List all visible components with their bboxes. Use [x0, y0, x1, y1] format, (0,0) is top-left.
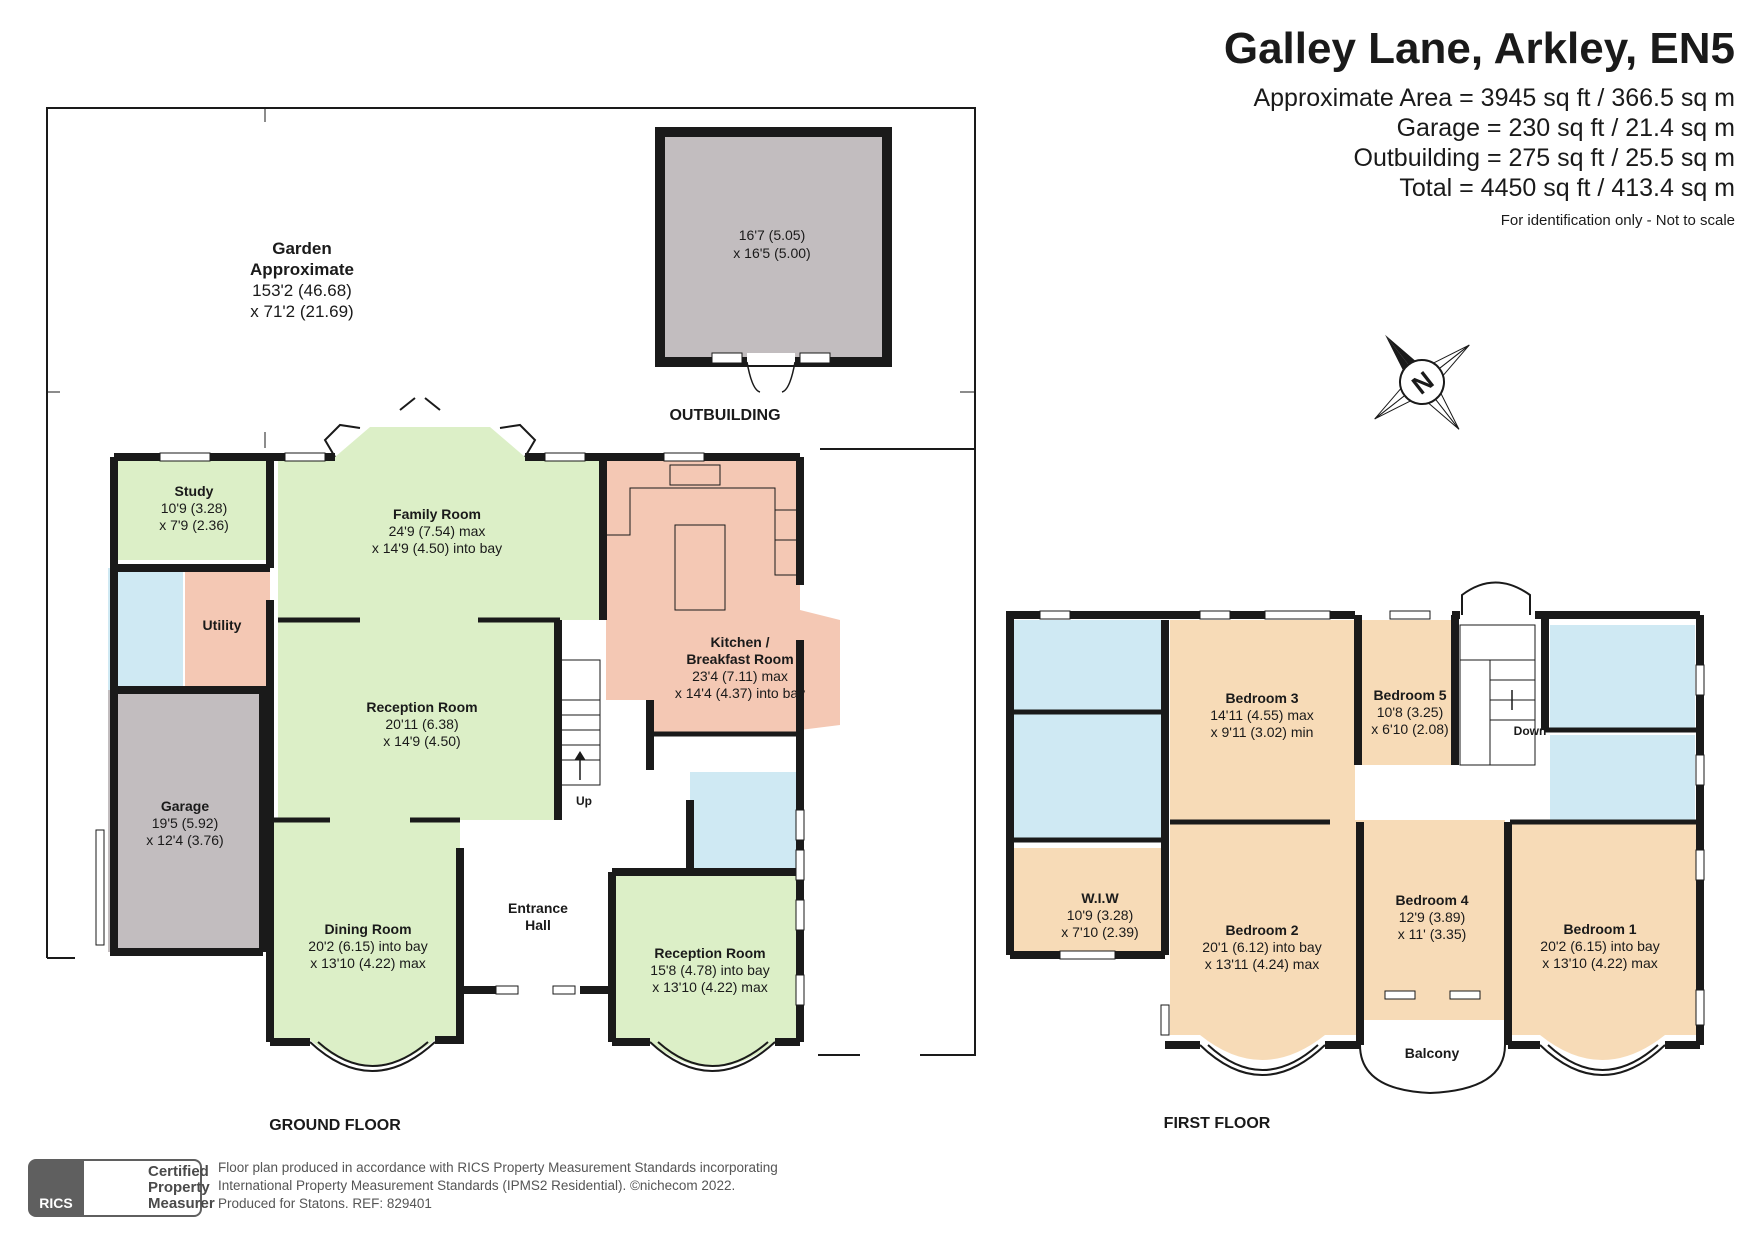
- garage-area-line: Garage = 230 sq ft / 21.4 sq m: [1396, 114, 1735, 142]
- garden-label: Garden: [272, 239, 332, 258]
- bedroom-3-dim-2: x 9'11 (3.02) min: [1211, 724, 1314, 740]
- scale-note: For identification only - Not to scale: [1500, 212, 1735, 229]
- kitchen-name-1: Kitchen /: [710, 634, 769, 650]
- stairs-down-label: Down: [1514, 724, 1547, 738]
- first-floor-rooms: [1014, 620, 1700, 1060]
- total-area-line: Total = 4450 sq ft / 413.4 sq m: [1399, 174, 1735, 202]
- first-floor-windows: [1039, 610, 1705, 1036]
- ground-floor-windows: [95, 452, 805, 1006]
- footer-disclaimer: Floor plan produced in accordance with R…: [218, 1159, 778, 1213]
- footer-line-1: Floor plan produced in accordance with R…: [218, 1160, 778, 1175]
- bedroom-2-dim-2: x 13'11 (4.24) max: [1205, 956, 1319, 972]
- study-name: Study: [175, 483, 214, 499]
- approximate-area-line: Approximate Area = 3945 sq ft / 366.5 sq…: [1253, 84, 1735, 112]
- bedroom-1-dim-1: 20'2 (6.15) into bay: [1540, 938, 1659, 954]
- outbuilding-dim-2: x 16'5 (5.00): [733, 245, 810, 261]
- garage-name: Garage: [161, 798, 209, 814]
- outbuilding-dim-1: 16'7 (5.05): [739, 227, 806, 243]
- compass-rose: [1374, 334, 1470, 430]
- reception-room-1-dim-1: 20'11 (6.38): [385, 716, 458, 732]
- wiw-dim-2: x 7'10 (2.39): [1061, 924, 1138, 940]
- ground-floor-rooms: [108, 427, 840, 1067]
- balcony-name: Balcony: [1405, 1045, 1460, 1061]
- bedroom-3-name: Bedroom 3: [1225, 690, 1298, 706]
- bedroom-2-dim-1: 20'1 (6.12) into bay: [1202, 939, 1321, 955]
- first-floor-label: FIRST FLOOR: [1164, 1115, 1271, 1132]
- rics-certified-box: Certified Property Measurer: [84, 1159, 215, 1217]
- badge-line-2: Property: [148, 1179, 210, 1196]
- kitchen-fittings: [606, 464, 800, 611]
- badge-line-3: Measurer: [148, 1195, 215, 1212]
- wiw-name: W.I.W: [1081, 890, 1119, 906]
- garage-dim-2: x 12'4 (3.76): [146, 832, 223, 848]
- badge-line-1: Certified: [148, 1163, 209, 1180]
- wiw-dim-1: 10'9 (3.28): [1067, 907, 1134, 923]
- bedroom-1-dim-2: x 13'10 (4.22) max: [1542, 955, 1658, 971]
- property-title: Galley Lane, Arkley, EN5: [1223, 24, 1735, 73]
- ground-floor-walls: [110, 453, 804, 1046]
- bedroom-1-name: Bedroom 1: [1563, 921, 1636, 937]
- bedroom-4-dim-2: x 11' (3.35): [1398, 926, 1467, 942]
- bedroom-5-dim-1: 10'8 (3.25): [1377, 704, 1444, 720]
- study-dim-1: 10'9 (3.28): [161, 500, 228, 516]
- bedroom-2-name: Bedroom 2: [1225, 922, 1298, 938]
- entrance-hall-name-1: Entrance: [508, 900, 568, 916]
- reception-room-1-dim-2: x 14'9 (4.50): [383, 733, 460, 749]
- rics-logo: RICS: [28, 1159, 84, 1217]
- family-room-name: Family Room: [393, 506, 481, 522]
- dining-room-dim-1: 20'2 (6.15) into bay: [308, 938, 427, 954]
- ground-floor-label: GROUND FLOOR: [269, 1117, 401, 1134]
- outbuilding-label: OUTBUILDING: [669, 407, 780, 424]
- bedroom-5-dim-2: x 6'10 (2.08): [1371, 721, 1448, 737]
- family-room-dim-1: 24'9 (7.54) max: [389, 523, 486, 539]
- first-floor-walls: [1006, 611, 1704, 1049]
- garden-dim-1: 153'2 (46.68): [252, 281, 352, 300]
- reception-room-2-dim-2: x 13'10 (4.22) max: [652, 979, 768, 995]
- kitchen-dim-1: 23'4 (7.11) max: [692, 668, 788, 684]
- first-floor-stairs: [1459, 624, 1536, 766]
- rics-logo-text: RICS: [39, 1195, 73, 1211]
- bedroom-4-dim-1: 12'9 (3.89): [1399, 909, 1466, 925]
- entrance-hall-name-2: Hall: [525, 917, 551, 933]
- dining-room-name: Dining Room: [324, 921, 411, 937]
- ground-floor-stairs: [559, 659, 601, 786]
- footer-line-2: International Property Measurement Stand…: [218, 1178, 736, 1193]
- outbuilding-area-line: Outbuilding = 275 sq ft / 25.5 sq m: [1353, 144, 1735, 172]
- reception-room-2-name: Reception Room: [654, 945, 765, 961]
- reception-room-2-dim-1: 15'8 (4.78) into bay: [650, 962, 769, 978]
- footer-line-3: Produced for Statons. REF: 829401: [218, 1196, 432, 1211]
- bedroom-4-name: Bedroom 4: [1395, 892, 1468, 908]
- garden-boundary: [46, 107, 976, 1056]
- garage-dim-1: 19'5 (5.92): [152, 815, 219, 831]
- reception-room-1-name: Reception Room: [366, 699, 477, 715]
- garden-approx-label: Approximate: [250, 260, 354, 279]
- garden-dim-2: x 71'2 (21.69): [250, 302, 353, 321]
- dining-room-dim-2: x 13'10 (4.22) max: [310, 955, 426, 971]
- rics-certified-badge: RICS Certified Property Measurer: [28, 1159, 215, 1217]
- rics-certified-text: Certified Property Measurer: [148, 1164, 215, 1212]
- kitchen-name-2: Breakfast Room: [686, 651, 793, 667]
- bedroom-3-dim-1: 14'11 (4.55) max: [1210, 707, 1314, 723]
- ground-floor-bays: [309, 397, 776, 1072]
- stairs-up-label: Up: [576, 794, 592, 808]
- family-room-dim-2: x 14'9 (4.50) into bay: [372, 540, 502, 556]
- kitchen-dim-2: x 14'4 (4.37) into bay: [675, 685, 805, 701]
- first-floor-bays: [1199, 581, 1666, 1095]
- study-dim-2: x 7'9 (2.36): [159, 517, 229, 533]
- utility-name: Utility: [203, 617, 242, 633]
- outbuilding: [655, 127, 892, 393]
- bedroom-5-name: Bedroom 5: [1373, 687, 1446, 703]
